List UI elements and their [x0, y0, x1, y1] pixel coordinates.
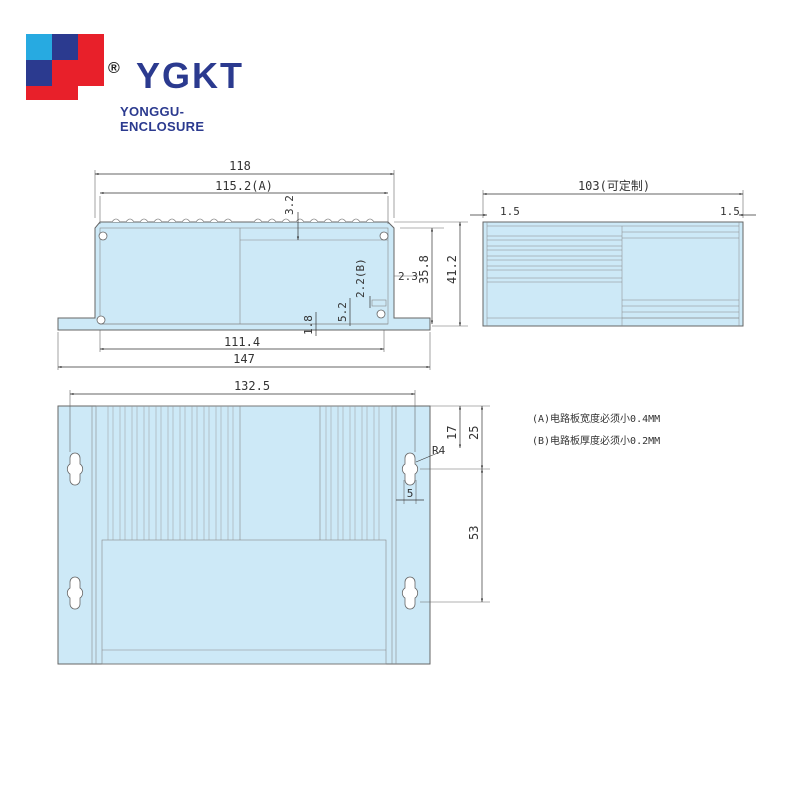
- mount-slot-icon: [66, 452, 84, 486]
- dim-132-5: 132.5: [234, 379, 270, 393]
- side-body: [482, 221, 744, 327]
- brand-subtitle: YONGGU-ENCLOSURE: [120, 104, 205, 134]
- dim-1-5-left: 1.5: [500, 205, 520, 218]
- mount-slot-icon: [66, 576, 84, 610]
- dim-1-8: 1.8: [302, 315, 315, 335]
- dim-r4: R4: [432, 444, 446, 457]
- screw-hole-icon: [376, 309, 386, 319]
- note-b: (B)电路板厚度必须小0.2MM: [532, 436, 661, 447]
- front-body: [57, 221, 431, 331]
- dim-53: 53: [467, 526, 481, 540]
- dim-2-2: 2.2(B): [354, 258, 367, 298]
- brand-logo: ® YGKT YONGGU-ENCLOSURE: [26, 30, 266, 134]
- front-fins: [111, 218, 375, 223]
- dim-2-3: 2.3: [398, 270, 418, 283]
- dim-147: 147: [233, 352, 255, 366]
- dim-5-2: 5.2: [336, 302, 349, 322]
- dim-41-2: 41.2: [445, 255, 459, 284]
- dim-115-2: 115.2(A): [215, 179, 273, 193]
- dim-25: 25: [467, 426, 481, 440]
- logo-mark-icon: [26, 34, 104, 100]
- top-view: 132.5 17 25 R4 5 53: [57, 379, 490, 665]
- front-view: 118 115.2(A) 3.2 2.3 2.2(B) 5.2 1.8 35.8…: [57, 159, 468, 370]
- dim-17: 17: [445, 426, 459, 440]
- dim-118: 118: [229, 159, 251, 173]
- registered-mark: ®: [108, 60, 120, 77]
- mount-slot-icon: [401, 452, 419, 486]
- dim-35-8: 35.8: [417, 255, 431, 284]
- dim-1-5-right: 1.5: [720, 205, 740, 218]
- screw-hole-icon: [96, 315, 106, 325]
- side-view: 103(可定制) 1.5 1.5: [470, 178, 756, 327]
- dim-111-4: 111.4: [224, 335, 260, 349]
- mount-slot-icon: [401, 576, 419, 610]
- screw-hole-icon: [98, 231, 108, 241]
- screw-hole-icon: [379, 231, 389, 241]
- dim-3-2: 3.2: [283, 195, 296, 215]
- dim-5: 5: [407, 487, 414, 500]
- brand-name: YGKT: [136, 55, 245, 96]
- dim-103: 103(可定制): [578, 178, 650, 193]
- note-a: (A)电路板宽度必须小0.4MM: [532, 414, 661, 425]
